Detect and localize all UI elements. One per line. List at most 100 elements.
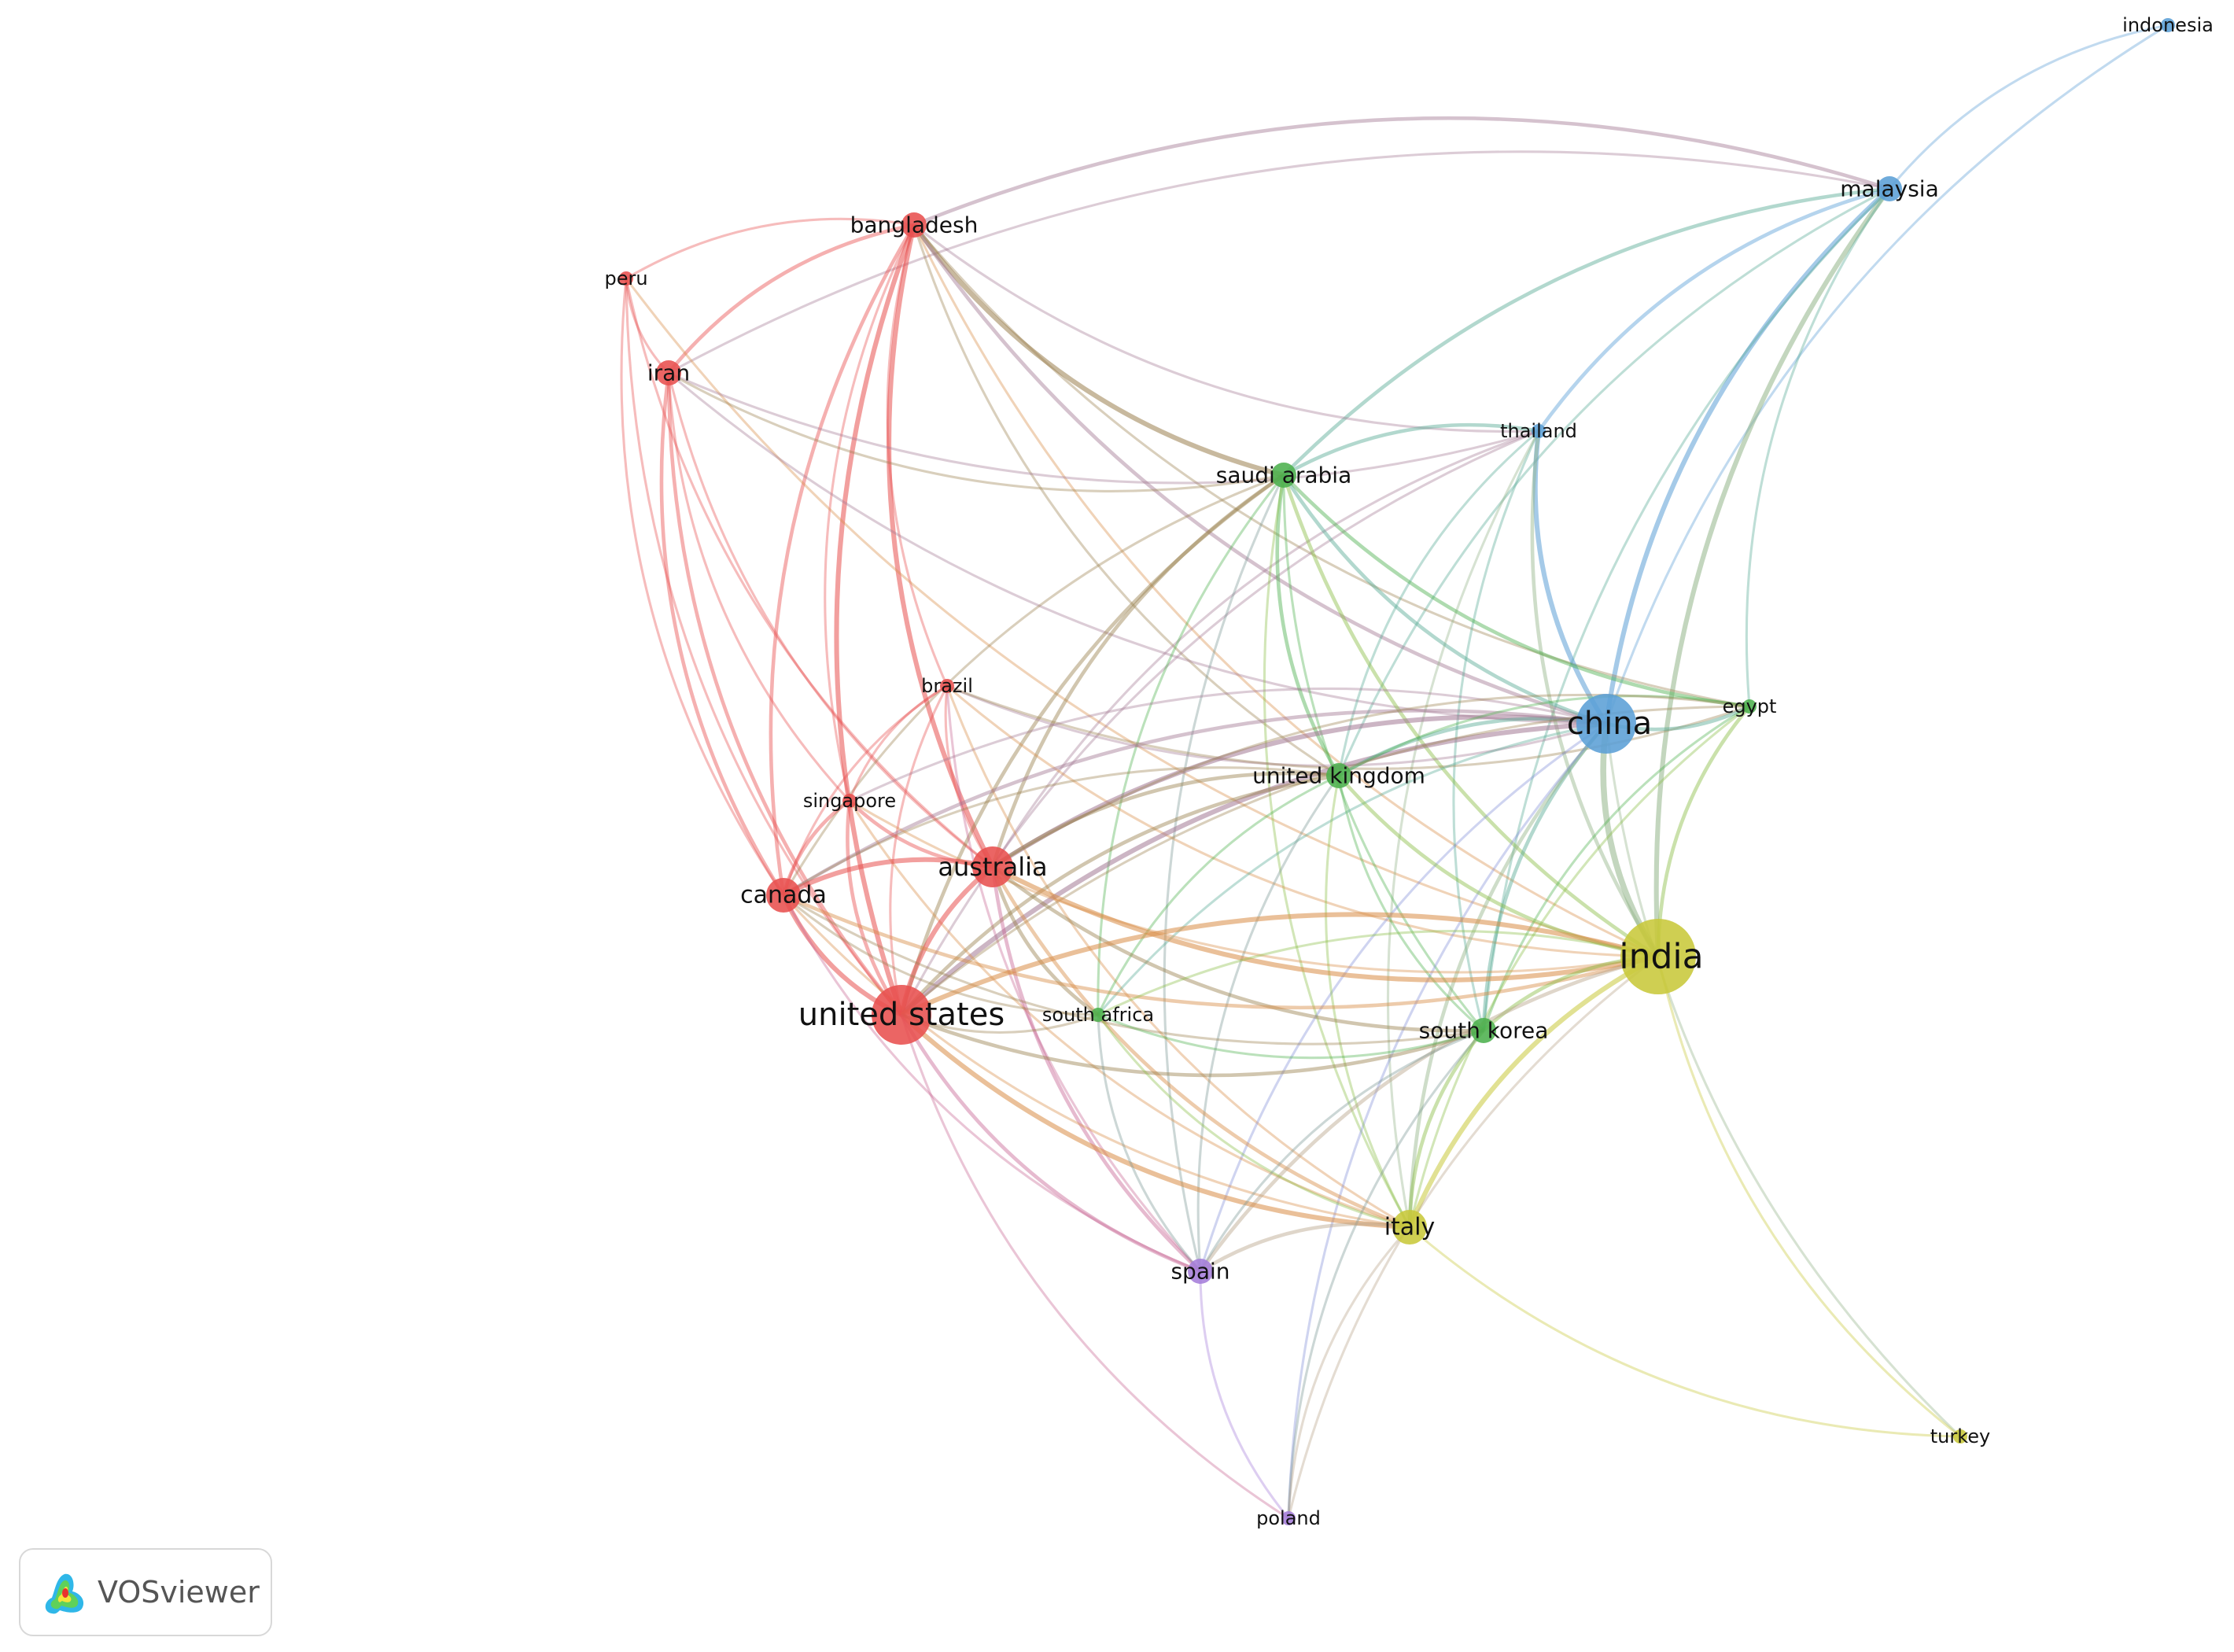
- link-egypt-united_kingdom: [1338, 695, 1750, 777]
- link-south_korea-poland: [1287, 1029, 1485, 1519]
- link-bangladesh-thailand: [913, 223, 1539, 433]
- link-saudi_arabia-spain: [1163, 474, 1285, 1272]
- node-bangladesh[interactable]: [901, 212, 927, 238]
- link-malaysia-china: [1603, 186, 1892, 725]
- node-brazil[interactable]: [940, 679, 954, 693]
- node-china[interactable]: [1576, 694, 1636, 754]
- link-brazil-united_states: [889, 685, 949, 1016]
- link-iran-canada: [659, 372, 785, 897]
- labels-layer: indonesia malaysia bangladesh peru iran thail…: [604, 14, 2213, 1529]
- node-saudi-arabia[interactable]: [1271, 463, 1296, 488]
- node-indonesia[interactable]: [2161, 18, 2175, 32]
- node-india[interactable]: [1620, 919, 1696, 994]
- link-brazil-china: [946, 684, 1607, 767]
- link-malaysia-south_korea: [1482, 187, 1891, 1031]
- link-china-south_korea: [1481, 722, 1608, 1031]
- node-egypt[interactable]: [1742, 699, 1757, 714]
- link-china-australia: [991, 714, 1607, 869]
- link-china-united_states: [899, 721, 1607, 1017]
- link-singapore-italy: [848, 800, 1410, 1229]
- node-south-korea[interactable]: [1471, 1018, 1496, 1043]
- link-australia-south_korea: [991, 865, 1484, 1033]
- link-peru-australia: [625, 278, 994, 868]
- link-egypt-australia: [992, 693, 1750, 868]
- label-australia[interactable]: australia: [938, 852, 1047, 882]
- vosviewer-logo-icon: [45, 1573, 84, 1614]
- link-singapore-united_states: [846, 800, 903, 1016]
- node-iran[interactable]: [656, 360, 681, 385]
- label-egypt[interactable]: egypt: [1723, 695, 1777, 717]
- link-united_kingdom-united_states: [900, 773, 1340, 1016]
- label-south-africa[interactable]: south africa: [1042, 1004, 1154, 1026]
- link-canada-spain: [782, 894, 1201, 1273]
- link-australia-spain: [990, 866, 1202, 1273]
- label-south-korea[interactable]: south korea: [1419, 1018, 1549, 1044]
- label-united-states[interactable]: united states: [798, 997, 1005, 1033]
- link-thailand-south_korea: [1452, 430, 1540, 1031]
- node-spain[interactable]: [1188, 1259, 1213, 1284]
- link-malaysia-thailand: [1537, 186, 1890, 433]
- label-singapore[interactable]: singapore: [803, 790, 896, 812]
- link-united_kingdom-spain: [1196, 775, 1340, 1272]
- label-iran[interactable]: iran: [647, 360, 690, 386]
- link-saudi_arabia-italy: [1263, 474, 1411, 1228]
- link-south_africa-spain: [1097, 1014, 1202, 1273]
- link-saudi_arabia-china: [1282, 474, 1607, 726]
- link-spain-poland: [1199, 1270, 1290, 1519]
- link-canada-italy: [782, 894, 1410, 1229]
- link-brazil-singapore: [848, 684, 948, 802]
- label-brazil[interactable]: brazil: [921, 675, 973, 697]
- node-united-states[interactable]: [872, 985, 931, 1045]
- vosviewer-logo-text: VOSviewer: [98, 1575, 260, 1610]
- label-saudi-arabia[interactable]: saudi arabia: [1216, 463, 1351, 489]
- link-egypt-italy: [1408, 705, 1750, 1228]
- label-united-kingdom[interactable]: united kingdom: [1252, 763, 1425, 789]
- label-thailand[interactable]: thailand: [1500, 420, 1577, 442]
- label-italy[interactable]: italy: [1384, 1214, 1436, 1241]
- label-bangladesh[interactable]: bangladesh: [850, 212, 979, 238]
- link-indonesia-malaysia: [1888, 24, 2169, 190]
- node-malaysia[interactable]: [1877, 176, 1902, 201]
- link-peru-united_states: [625, 278, 903, 1016]
- node-turkey[interactable]: [1953, 1429, 1967, 1444]
- node-canada[interactable]: [766, 878, 801, 913]
- vosviewer-logo-badge[interactable]: VOSviewer: [19, 1548, 272, 1636]
- link-bangladesh-united_states: [834, 223, 916, 1016]
- link-india-united_states: [900, 912, 1659, 1017]
- link-india-turkey: [1657, 956, 1961, 1438]
- link-united_states-spain: [900, 1013, 1201, 1274]
- link-united_kingdom-canada: [783, 766, 1340, 897]
- link-bangladesh-canada: [769, 223, 916, 896]
- link-thailand-australia: [991, 430, 1539, 868]
- link-saudi_arabia-united_states: [899, 474, 1285, 1016]
- link-china-turkey: [1605, 723, 1962, 1438]
- link-united_states-italy: [899, 1012, 1410, 1230]
- label-canada[interactable]: canada: [740, 882, 827, 909]
- link-bangladesh-singapore: [824, 224, 916, 802]
- node-singapore[interactable]: [842, 794, 857, 808]
- node-peru[interactable]: [619, 271, 633, 286]
- label-india[interactable]: india: [1619, 937, 1703, 977]
- node-italy[interactable]: [1392, 1210, 1427, 1245]
- label-indonesia[interactable]: indonesia: [2122, 14, 2214, 36]
- link-brazil-spain: [946, 685, 1202, 1273]
- node-south-africa[interactable]: [1091, 1008, 1105, 1022]
- label-china[interactable]: china: [1567, 706, 1652, 742]
- link-iran-saudi_arabia: [668, 371, 1285, 492]
- link-malaysia-iran: [668, 150, 1890, 374]
- node-united-kingdom[interactable]: [1326, 763, 1351, 788]
- link-south_korea-spain: [1199, 1029, 1484, 1272]
- node-thailand[interactable]: [1532, 424, 1546, 438]
- link-indonesia-china: [1605, 24, 2169, 725]
- label-peru[interactable]: peru: [604, 267, 647, 289]
- node-poland[interactable]: [1281, 1511, 1296, 1525]
- label-turkey[interactable]: turkey: [1930, 1425, 1991, 1447]
- link-thailand-united_states: [900, 430, 1539, 1016]
- link-saudi_arabia-india: [1281, 474, 1660, 958]
- node-australia[interactable]: [972, 846, 1013, 887]
- label-malaysia[interactable]: malaysia: [1840, 176, 1938, 202]
- link-bangladesh-peru: [625, 217, 915, 280]
- label-spain[interactable]: spain: [1170, 1259, 1229, 1285]
- label-poland[interactable]: poland: [1256, 1507, 1321, 1529]
